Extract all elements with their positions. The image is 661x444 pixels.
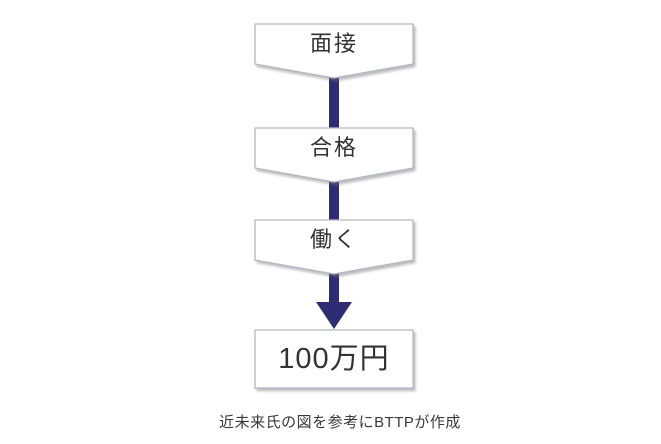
connectors [316,70,352,329]
step-label-one-million-yen: 100万円 [278,343,390,375]
step-shape-work [254,219,414,275]
connector-work-to-money-shaft [329,266,339,304]
step-label-work: 働く [309,227,358,252]
connector-interview-to-pass [329,70,339,129]
step-label-pass: 合格 [309,135,358,160]
connector-pass-to-work [329,174,339,221]
step-shapes [254,23,414,389]
step-shape-pass [254,127,414,183]
arrowhead-down-icon [316,302,352,329]
step-shape-one-million-yen [254,329,414,389]
step-label-interview: 面接 [309,31,358,56]
step-shape-interview [254,23,414,79]
caption: 近未来氏の図を参考にBTTPが作成 [219,414,461,431]
